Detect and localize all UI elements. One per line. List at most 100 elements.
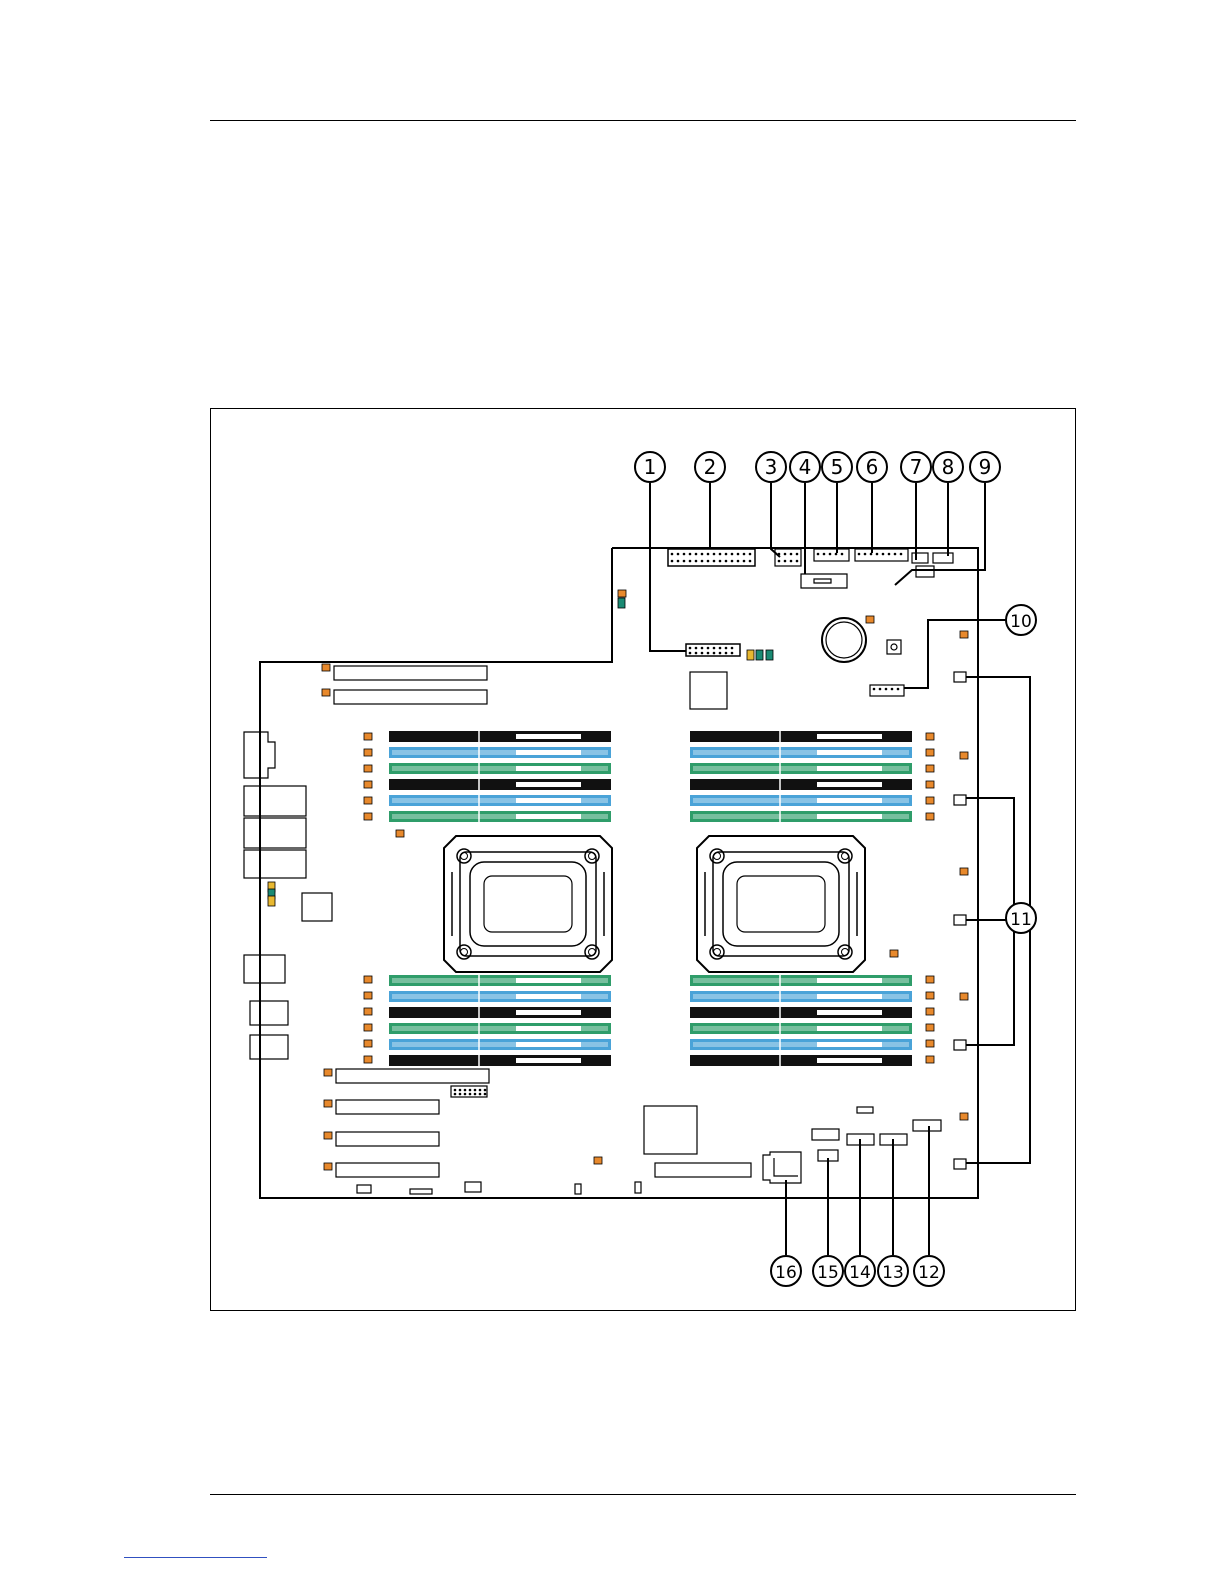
header [575, 1184, 581, 1194]
led-marker [324, 1100, 332, 1107]
dimm-slot [690, 1023, 912, 1034]
dimm-slot [389, 991, 611, 1002]
pcie-slot [336, 1100, 439, 1114]
led-marker [890, 950, 898, 957]
fan-header [954, 915, 966, 925]
callout-7: 7 [901, 452, 931, 482]
io-port [250, 1001, 288, 1025]
led-marker [364, 765, 372, 772]
dimm-slot [690, 731, 912, 742]
callout-4: 4 [790, 452, 820, 482]
leader-3 [771, 483, 780, 557]
callout-13: 13 [878, 1256, 908, 1286]
dimm-slot [389, 1007, 611, 1018]
leader-9 [895, 483, 985, 585]
dimm-slot [389, 779, 611, 790]
dimm-slot [389, 1023, 611, 1034]
led-marker [960, 868, 968, 875]
callout-15: 15 [813, 1256, 843, 1286]
callout-12: 12 [914, 1256, 944, 1286]
led-marker [926, 1056, 934, 1063]
led-marker [364, 733, 372, 740]
led-marker [324, 1163, 332, 1170]
chip [690, 672, 727, 709]
slot-connector [801, 574, 847, 588]
fan-header [954, 1040, 966, 1050]
chipset [644, 1106, 697, 1154]
button [887, 640, 901, 654]
led-marker [960, 631, 968, 638]
dimm-slot [389, 975, 611, 986]
header [870, 685, 904, 696]
fan-header [954, 795, 966, 805]
led-marker [364, 749, 372, 756]
led-marker [960, 993, 968, 1000]
led-marker [322, 689, 330, 696]
callout-label: 13 [882, 1263, 904, 1283]
cpu-socket [444, 836, 612, 972]
callout-5: 5 [822, 452, 852, 482]
footer-rule [210, 1494, 1076, 1495]
led-marker [364, 1008, 372, 1015]
pcie-slot [336, 1163, 439, 1177]
io-port [250, 1035, 288, 1059]
callout-label: 11 [1010, 910, 1032, 930]
callout-label: 5 [831, 455, 844, 479]
led-marker [618, 598, 625, 608]
io-port [244, 955, 285, 983]
header [465, 1182, 481, 1192]
led-marker [926, 992, 934, 999]
callout-label: 9 [979, 455, 992, 479]
header [933, 553, 953, 563]
led-marker [268, 896, 275, 906]
dimm-slot [389, 1039, 611, 1050]
led-marker [364, 1040, 372, 1047]
led-marker [926, 1040, 934, 1047]
led-marker [766, 650, 773, 660]
pcie-slot [336, 1069, 489, 1083]
header [814, 549, 849, 561]
dimm-slot [690, 747, 912, 758]
callout-label: 7 [910, 455, 923, 479]
dimm-slot [690, 795, 912, 806]
header [775, 549, 801, 566]
led-marker [364, 813, 372, 820]
led-marker [926, 1024, 934, 1031]
io-port [244, 818, 306, 848]
led-marker [926, 976, 934, 983]
io-port [244, 786, 306, 816]
pcie-slot [334, 666, 487, 680]
led-marker [594, 1157, 602, 1164]
dimm-slot [690, 1007, 912, 1018]
dimm-slot [690, 1055, 912, 1066]
led-marker [364, 797, 372, 804]
callout-label: 6 [866, 455, 879, 479]
leader-1 [650, 483, 686, 651]
callout-label: 10 [1010, 612, 1032, 632]
dimm-slot [389, 795, 611, 806]
led-marker [960, 1113, 968, 1120]
led-marker [324, 1069, 332, 1076]
led-marker [364, 992, 372, 999]
led-marker [926, 765, 934, 772]
callout-2: 2 [695, 452, 725, 482]
callout-11: 11 [1006, 903, 1036, 933]
power-connector [668, 549, 755, 566]
chip [302, 893, 332, 921]
callout-label: 3 [765, 455, 778, 479]
led-marker [926, 1008, 934, 1015]
callout-9: 9 [970, 452, 1000, 482]
callout-label: 16 [775, 1263, 797, 1283]
dimm-slot [690, 991, 912, 1002]
led-marker [364, 1024, 372, 1031]
callout-16: 16 [771, 1256, 801, 1286]
dimm-slot [690, 763, 912, 774]
led-marker [926, 813, 934, 820]
fan-header [954, 672, 966, 682]
callout-label: 2 [704, 455, 717, 479]
pcie-slot [655, 1163, 751, 1177]
led-marker [364, 781, 372, 788]
led-marker [364, 976, 372, 983]
led-marker [926, 797, 934, 804]
callout-label: 4 [799, 455, 812, 479]
